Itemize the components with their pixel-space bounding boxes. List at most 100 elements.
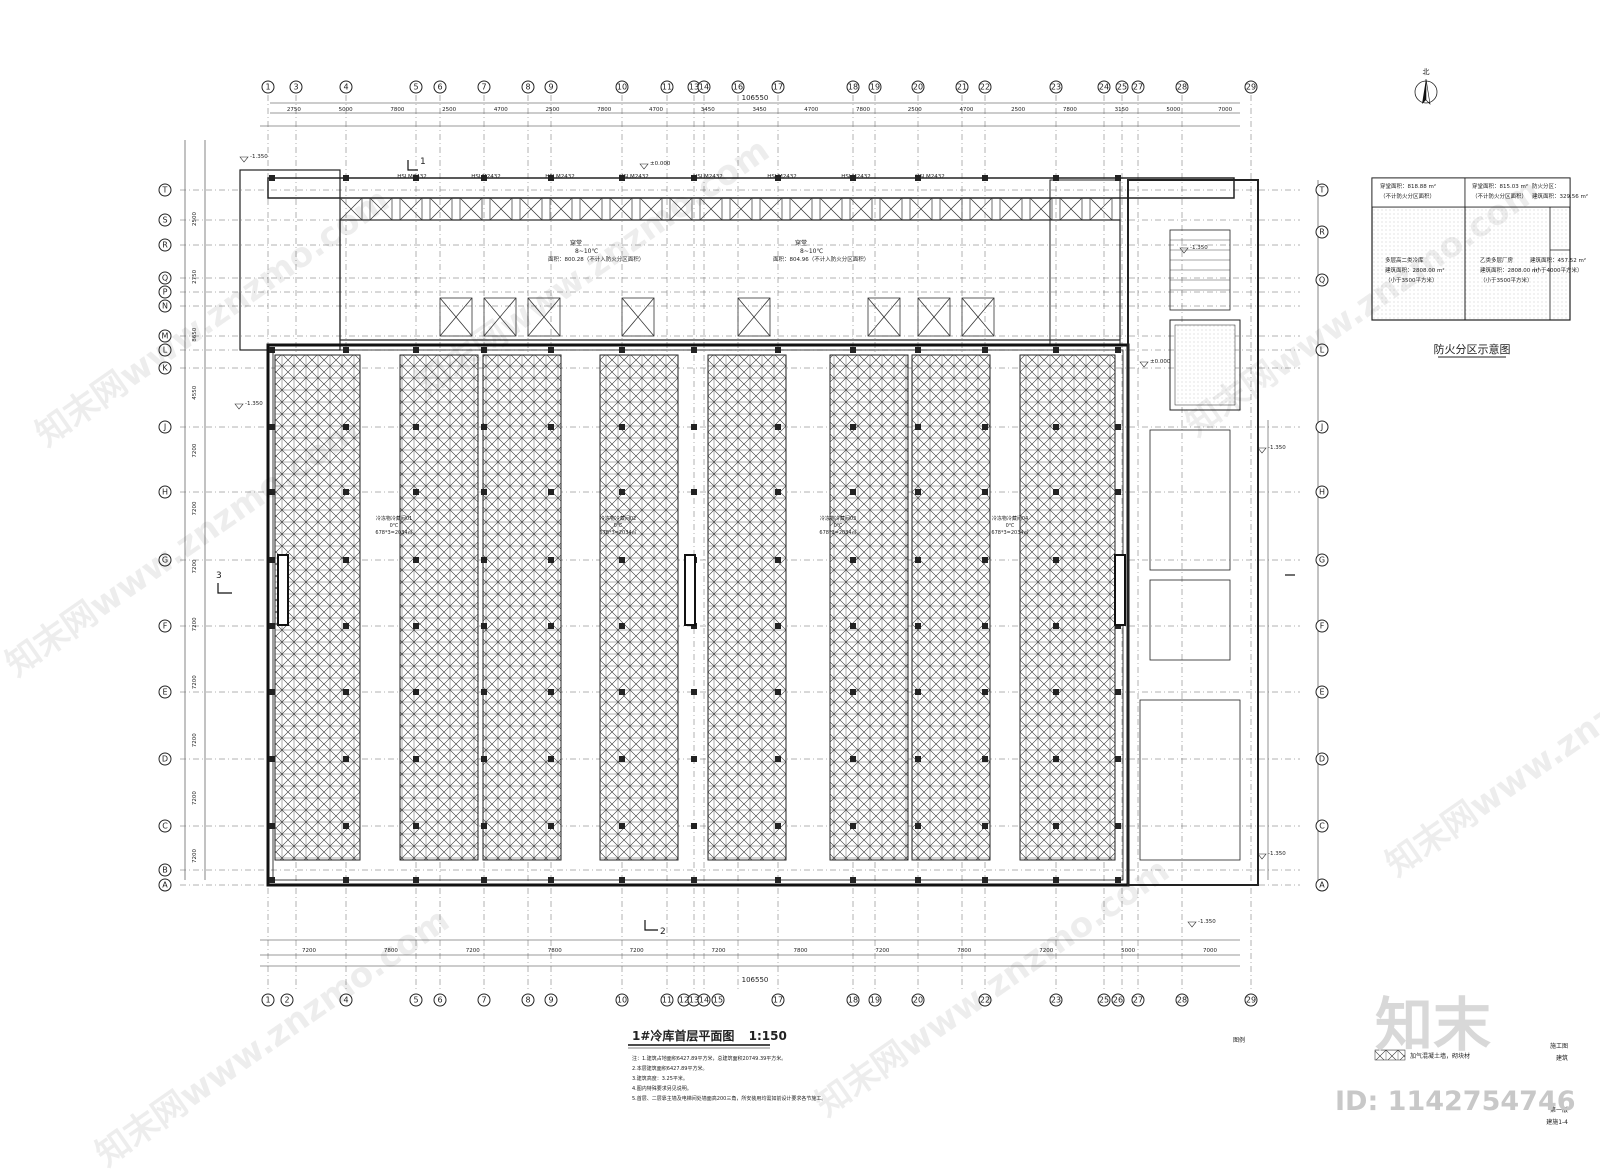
column bbox=[850, 347, 856, 353]
svg-text:1: 1 bbox=[265, 996, 270, 1005]
overall-dimension-bottom: 106550 bbox=[742, 976, 769, 984]
svg-text:B: B bbox=[162, 866, 168, 875]
room-name: 冷冻物冷藏间04 bbox=[992, 515, 1028, 522]
column bbox=[548, 623, 554, 629]
svg-text:防火分区：: 防火分区： bbox=[1532, 182, 1560, 190]
axis-bubble: F bbox=[158, 619, 172, 633]
svg-text:Q: Q bbox=[1319, 276, 1325, 285]
column bbox=[269, 175, 275, 181]
room-size: 678*3=2034㎡ bbox=[819, 529, 856, 536]
axis-bubble: P bbox=[158, 285, 172, 299]
column bbox=[269, 557, 275, 563]
door-label: HSLM2432 bbox=[841, 174, 870, 180]
svg-text:10: 10 bbox=[617, 83, 627, 92]
axis-bubble: 14 bbox=[697, 80, 711, 94]
level-marker-icon bbox=[1139, 361, 1149, 368]
column bbox=[1053, 175, 1059, 181]
axis-bubble: C bbox=[158, 819, 172, 833]
svg-text:22: 22 bbox=[980, 83, 990, 92]
axis-bubble: C bbox=[1315, 819, 1329, 833]
door-label: HSLM2432 bbox=[619, 174, 648, 180]
level-value: ±0.000 bbox=[1150, 359, 1171, 365]
column bbox=[1053, 689, 1059, 695]
axis-bubble: 12 bbox=[677, 993, 691, 1007]
column bbox=[481, 756, 487, 762]
axis-bubble: 17 bbox=[771, 993, 785, 1007]
column bbox=[413, 756, 419, 762]
svg-text:A: A bbox=[162, 881, 168, 890]
axis-bubble: S bbox=[158, 213, 172, 227]
column bbox=[691, 489, 697, 495]
svg-text:建施1-4: 建施1-4 bbox=[1546, 1118, 1568, 1126]
column bbox=[481, 347, 487, 353]
dimension-value: 3450 bbox=[701, 107, 715, 113]
svg-text:L: L bbox=[163, 346, 168, 355]
top-dimension-lines bbox=[184, 102, 1319, 967]
column bbox=[548, 756, 554, 762]
svg-text:23: 23 bbox=[1051, 996, 1061, 1005]
rack-block bbox=[274, 354, 361, 861]
svg-text:施工图: 施工图 bbox=[1550, 1042, 1568, 1050]
svg-text:C: C bbox=[162, 822, 168, 831]
platform-bays bbox=[339, 197, 1113, 221]
rack-block bbox=[707, 354, 787, 861]
column bbox=[915, 557, 921, 563]
axis-bubble: G bbox=[1315, 553, 1329, 567]
column bbox=[548, 175, 554, 181]
svg-text:R: R bbox=[1319, 228, 1325, 237]
dimension-value: 7200 bbox=[192, 501, 198, 515]
column bbox=[775, 557, 781, 563]
dimension-value: 7800 bbox=[390, 107, 404, 113]
overall-dimension-top: 106550 bbox=[742, 94, 769, 102]
rack-block bbox=[599, 354, 679, 861]
column bbox=[1115, 877, 1121, 883]
svg-text:R: R bbox=[162, 241, 168, 250]
axis-bubble: A bbox=[158, 878, 172, 892]
column bbox=[413, 424, 419, 430]
axis-bubble: 21 bbox=[955, 80, 969, 94]
svg-text:1: 1 bbox=[420, 157, 426, 167]
level-marker-icon bbox=[239, 156, 249, 163]
column bbox=[775, 823, 781, 829]
svg-text:多层高二类冷库: 多层高二类冷库 bbox=[1385, 256, 1424, 264]
column bbox=[982, 623, 988, 629]
column bbox=[1115, 689, 1121, 695]
column bbox=[915, 823, 921, 829]
axis-bubble: 9 bbox=[544, 993, 558, 1007]
svg-text:13: 13 bbox=[689, 83, 699, 92]
dimension-value: 7000 bbox=[1218, 107, 1232, 113]
dimension-value: 5000 bbox=[339, 107, 353, 113]
axis-bubble: 4 bbox=[339, 80, 353, 94]
column bbox=[343, 756, 349, 762]
svg-text:建筑面积：457.52 m²: 建筑面积：457.52 m² bbox=[1530, 256, 1586, 264]
axis-bubble: 2 bbox=[280, 993, 294, 1007]
svg-text:穿堂: 穿堂 bbox=[795, 239, 807, 247]
svg-text:乙类多层厂房: 乙类多层厂房 bbox=[1480, 256, 1514, 264]
dimension-value: 3150 bbox=[1115, 107, 1129, 113]
section-marks bbox=[217, 160, 1295, 931]
svg-text:12: 12 bbox=[679, 996, 689, 1005]
axis-bubble: 1 bbox=[261, 80, 275, 94]
axis-bubble: 27 bbox=[1131, 993, 1145, 1007]
axis-bubble: Q bbox=[158, 271, 172, 285]
room-name: 冷冻物冷藏间03 bbox=[820, 515, 856, 522]
column bbox=[343, 689, 349, 695]
column bbox=[1115, 424, 1121, 430]
svg-text:建筑面积：2808.00 m²: 建筑面积：2808.00 m² bbox=[1480, 266, 1540, 274]
main-building-outline bbox=[266, 343, 1130, 887]
axis-bubble: 18 bbox=[846, 80, 860, 94]
column bbox=[269, 756, 275, 762]
column bbox=[1115, 347, 1121, 353]
axis-bubble: J bbox=[1315, 420, 1329, 434]
axis-bubble: 25 bbox=[1097, 993, 1111, 1007]
axis-bubble: 17 bbox=[771, 80, 785, 94]
dimension-value: 2750 bbox=[192, 269, 198, 283]
axis-bubble: H bbox=[158, 485, 172, 499]
axis-bubble: 27 bbox=[1131, 80, 1145, 94]
axis-bubble: 29 bbox=[1244, 993, 1258, 1007]
axis-bubble: 22 bbox=[978, 80, 992, 94]
axis-bubble: 23 bbox=[1049, 80, 1063, 94]
svg-text:18: 18 bbox=[848, 83, 858, 92]
